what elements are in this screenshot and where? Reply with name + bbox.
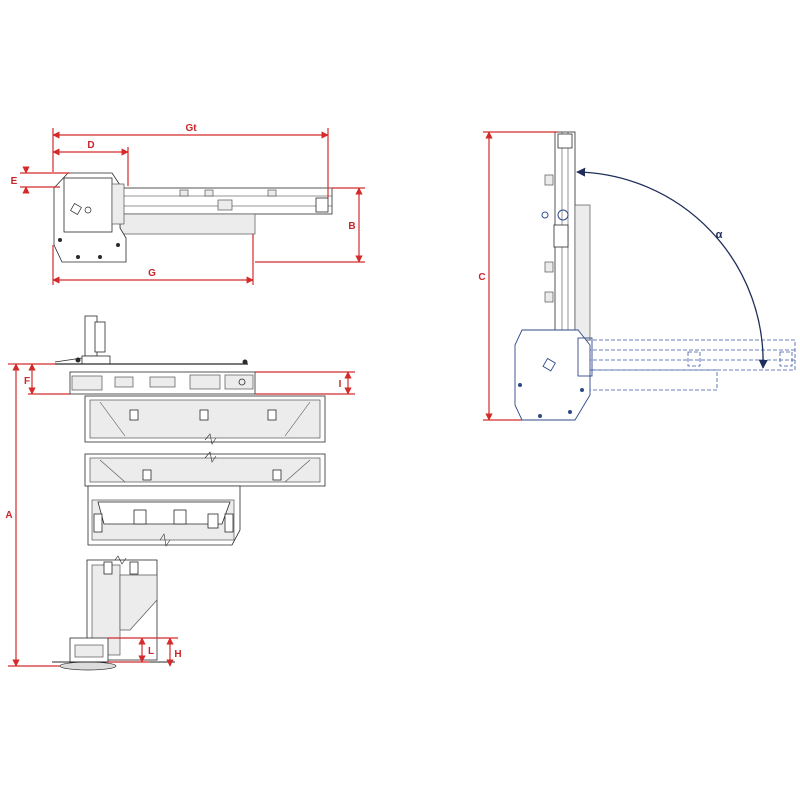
angle-label-alpha: α	[716, 229, 723, 241]
top-view-machine	[53, 172, 333, 263]
top-view: Gt D E B G	[11, 123, 365, 285]
upright-arm	[541, 131, 591, 343]
dim-label-c: C	[478, 272, 485, 283]
rotation-housing	[514, 329, 593, 421]
dim-label-b: B	[348, 221, 355, 232]
dim-label-i: I	[339, 379, 342, 390]
dim-label-f: F	[24, 376, 30, 387]
dim-label-a: A	[5, 510, 12, 521]
rotation-view: C α	[478, 131, 796, 421]
dim-label-l: L	[148, 646, 154, 657]
front-view-machine	[52, 315, 326, 671]
dim-label-g: G	[148, 268, 156, 279]
dim-label-h: H	[174, 649, 181, 660]
dim-label-e: E	[11, 176, 18, 187]
dim-label-gt: Gt	[185, 123, 197, 134]
dim-label-d: D	[87, 140, 94, 151]
front-view: F I A L H	[5, 315, 355, 671]
